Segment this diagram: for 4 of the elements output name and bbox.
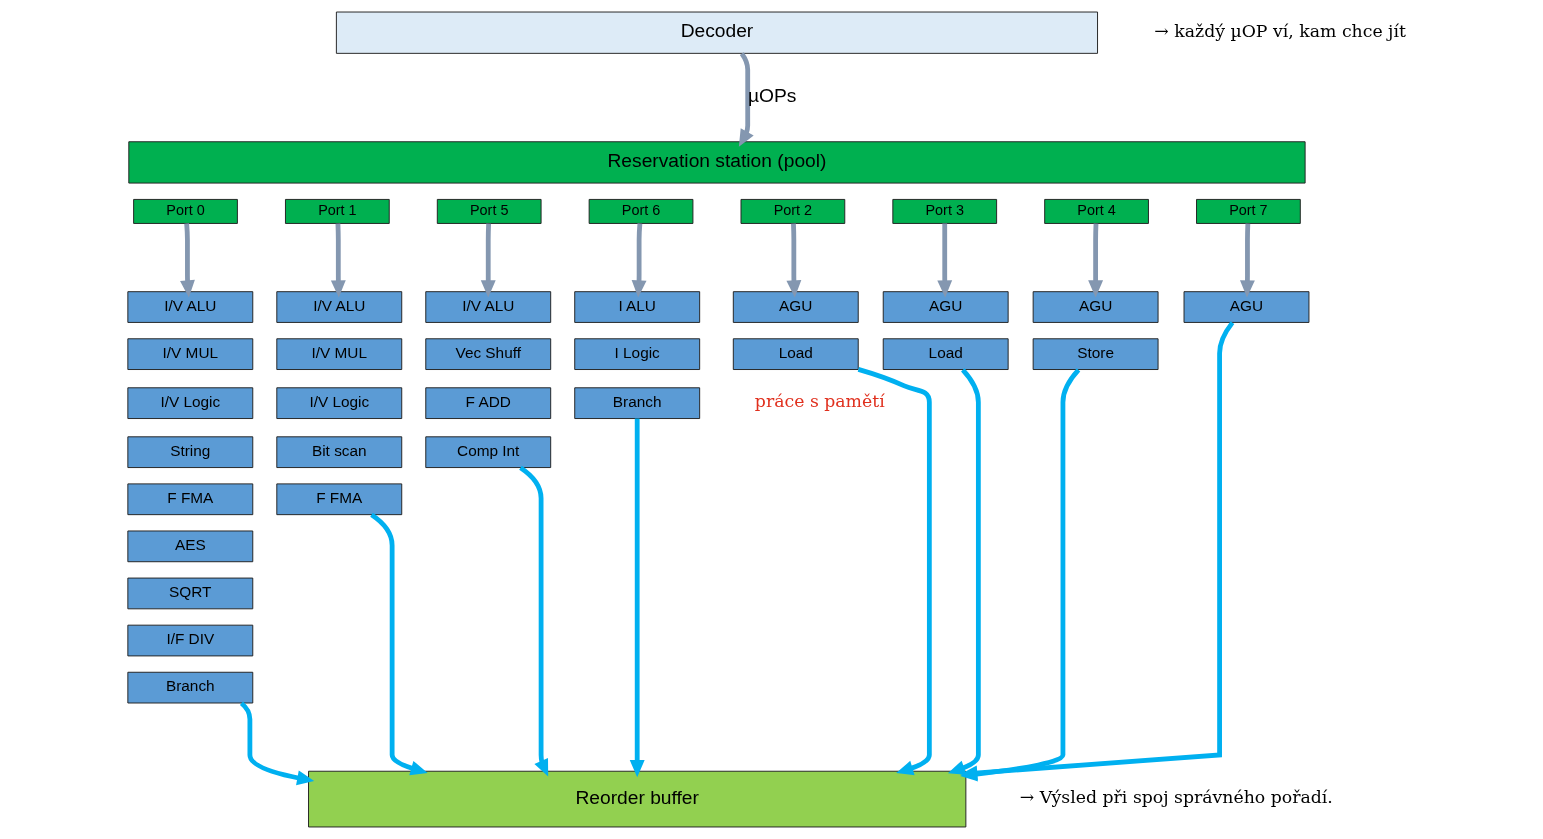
label: → Výsled při spoj správného pořadí. <box>1019 787 1333 808</box>
edge-label: µOPs <box>747 85 797 107</box>
label: → každý µOP ví, kam chce jít <box>1154 20 1406 41</box>
label: práce s pamětí <box>754 391 885 412</box>
